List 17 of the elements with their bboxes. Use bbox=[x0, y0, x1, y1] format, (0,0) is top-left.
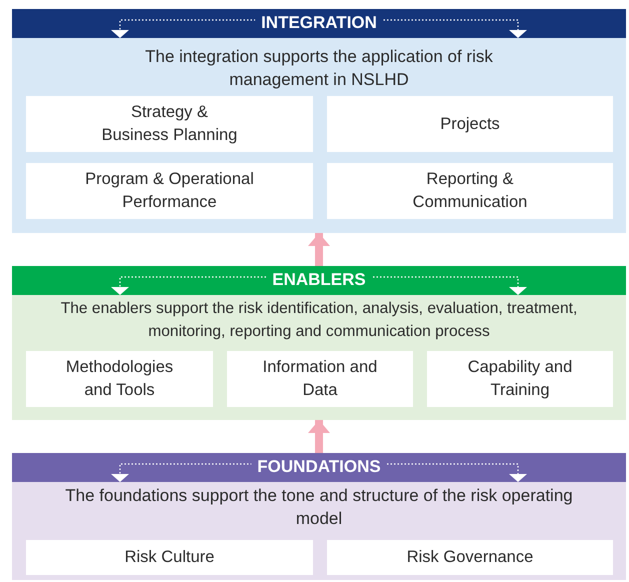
category-box: Information and Data bbox=[227, 351, 413, 407]
category-box: Reporting & Communication bbox=[327, 163, 613, 219]
category-box: Capability and Training bbox=[427, 351, 613, 407]
up-arrow bbox=[308, 233, 330, 266]
section-panel bbox=[12, 266, 626, 420]
category-box: Risk Culture bbox=[26, 540, 313, 575]
category-box: Methodologies and Tools bbox=[26, 351, 213, 407]
category-box: Program & Operational Performance bbox=[26, 163, 313, 219]
up-arrow bbox=[308, 420, 330, 453]
section-description: The integration supports the application of risk management in NSLHD bbox=[144, 46, 494, 91]
section-panel bbox=[12, 453, 626, 580]
section-description: The foundations support the tone and structure of the risk operating model bbox=[64, 485, 574, 530]
category-box: Projects bbox=[327, 96, 613, 152]
category-box: Strategy & Business Planning bbox=[26, 96, 313, 152]
section-description: The enablers support the risk identification, analysis, evaluation, treatment, monitoring, reporting and communication process bbox=[60, 299, 578, 342]
category-box: Risk Governance bbox=[327, 540, 613, 575]
section-panel bbox=[12, 9, 626, 233]
